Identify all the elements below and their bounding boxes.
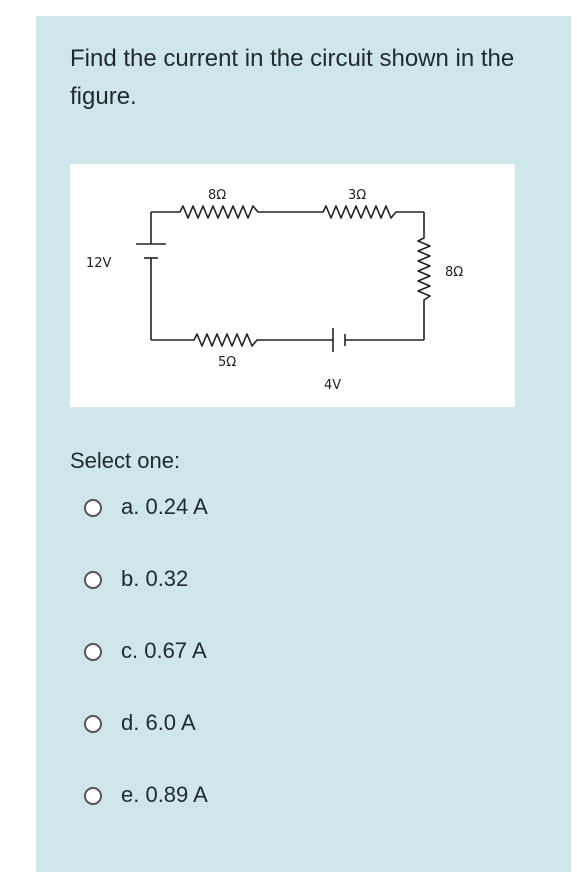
question-text: Find the current in the circuit shown in… bbox=[70, 45, 515, 110]
option-label: a. 0.24 A bbox=[121, 494, 208, 519]
radio-button-icon[interactable] bbox=[84, 643, 102, 661]
label-r-bottom: 5Ω bbox=[218, 355, 236, 370]
option-label: e. 0.89 A bbox=[121, 782, 208, 807]
right-wire-with-resistor bbox=[417, 212, 431, 340]
radio-button-icon[interactable] bbox=[84, 715, 102, 733]
option-label: d. 6.0 A bbox=[121, 710, 196, 735]
select-one-prompt: Select one: bbox=[70, 448, 181, 473]
radio-button-icon[interactable] bbox=[84, 499, 102, 517]
option-a[interactable]: a. 0.24 A bbox=[84, 492, 208, 564]
top-wire-with-resistors bbox=[151, 205, 424, 219]
question-panel: Find the current in the circuit shown in… bbox=[36, 16, 571, 872]
option-d[interactable]: d. 6.0 A bbox=[84, 708, 208, 780]
label-battery-12v: 12V bbox=[86, 256, 112, 271]
answer-options: a. 0.24 A b. 0.32 c. 0.67 A d. 6.0 A e. … bbox=[84, 492, 208, 852]
label-battery-4v: 4V bbox=[324, 378, 341, 393]
label-r-top-right: 3Ω bbox=[348, 188, 366, 203]
circuit-figure: 8Ω 3Ω 8Ω 5Ω 12V 4V bbox=[70, 164, 515, 407]
label-r-right: 8Ω bbox=[445, 265, 463, 280]
radio-button-icon[interactable] bbox=[84, 571, 102, 589]
radio-button-icon[interactable] bbox=[84, 787, 102, 805]
option-label: c. 0.67 A bbox=[121, 638, 207, 663]
label-r-top-left: 8Ω bbox=[208, 188, 226, 203]
option-label: b. 0.32 bbox=[121, 566, 189, 591]
bottom-wire-with-resistor bbox=[151, 333, 333, 347]
option-b[interactable]: b. 0.32 bbox=[84, 564, 208, 636]
circuit-diagram: 8Ω 3Ω 8Ω 5Ω 12V 4V bbox=[86, 188, 463, 393]
option-c[interactable]: c. 0.67 A bbox=[84, 636, 208, 708]
option-e[interactable]: e. 0.89 A bbox=[84, 780, 208, 852]
